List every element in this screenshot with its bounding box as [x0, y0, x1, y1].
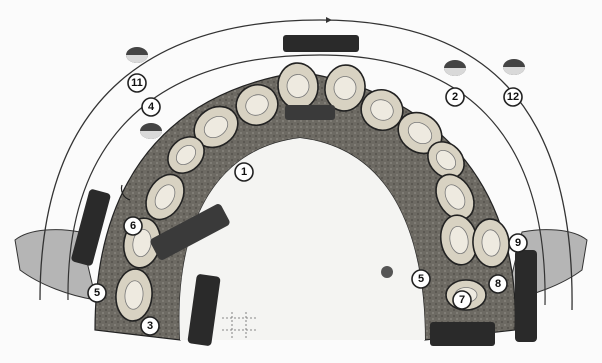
svg-text:2: 2 [452, 91, 458, 103]
marker-7: 7 [453, 291, 471, 309]
marker-5-left: 5 [88, 284, 106, 302]
svg-text:5: 5 [94, 287, 100, 299]
svg-text:8: 8 [495, 278, 501, 290]
svg-text:9: 9 [515, 237, 521, 249]
top-tray-block [283, 35, 359, 52]
marker-5-right: 5 [412, 270, 430, 288]
svg-text:4: 4 [148, 101, 155, 113]
marker-3: 3 [141, 317, 159, 335]
marker-9: 9 [509, 234, 527, 252]
hemisphere-icon-4 [140, 123, 162, 139]
hemisphere-icon-2 [444, 60, 466, 76]
svg-text:5: 5 [418, 273, 424, 285]
right-tray [515, 250, 537, 342]
svg-text:11: 11 [131, 77, 143, 89]
hemisphere-icon-12 [503, 59, 525, 75]
bottom-right-block [430, 322, 495, 346]
marker-1: 1 [235, 163, 253, 181]
svg-text:12: 12 [507, 91, 519, 103]
marker-2: 2 [446, 88, 464, 106]
marker-4: 4 [142, 98, 160, 116]
svg-text:1: 1 [241, 166, 247, 178]
palate-mark [381, 266, 393, 278]
marker-6: 6 [124, 217, 142, 235]
marker-12: 12 [504, 88, 522, 106]
svg-text:3: 3 [147, 320, 153, 332]
front-block [285, 105, 335, 120]
svg-text:6: 6 [130, 220, 136, 232]
svg-text:7: 7 [459, 294, 465, 306]
marker-11: 11 [128, 74, 146, 92]
hemisphere-icon-11 [126, 47, 148, 63]
marker-8: 8 [489, 275, 507, 293]
